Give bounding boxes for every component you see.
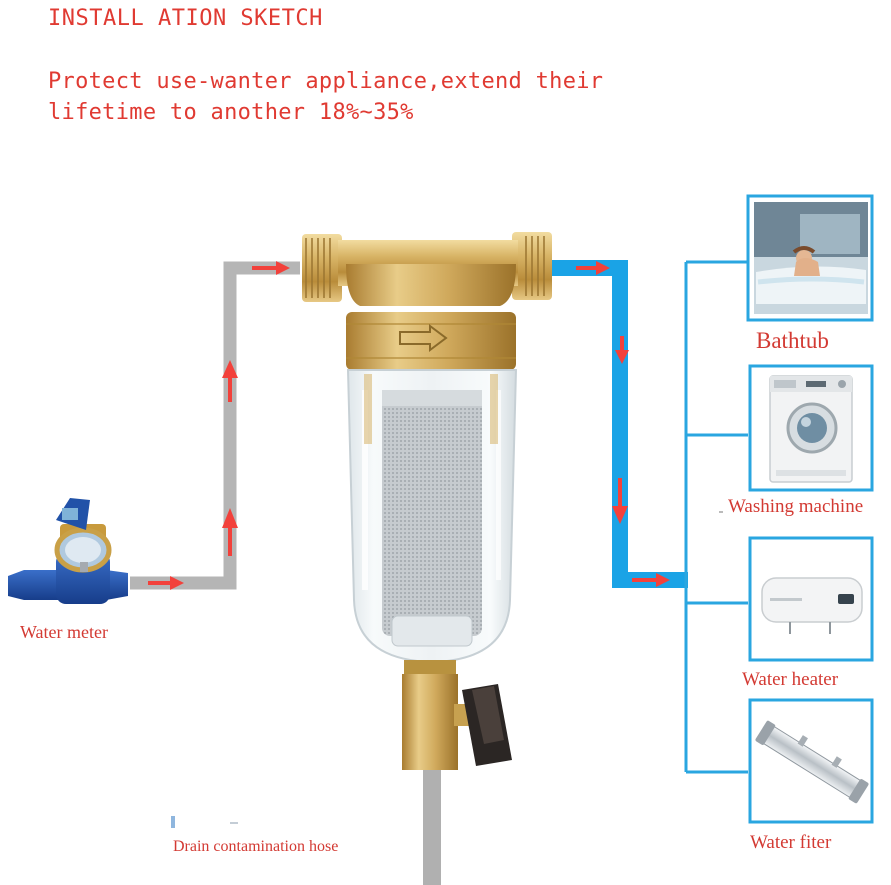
page-subtitle: Protect use-wanter appliance,extend thei… [48, 69, 604, 125]
drain-hose [423, 770, 441, 885]
drain-mark-dash [230, 822, 238, 824]
bathtub-photo [754, 202, 868, 314]
flow-arrow-distribute-right [632, 573, 670, 587]
prefilter-housing-icon [302, 232, 552, 770]
page-title: INSTALL ATION SKETCH [48, 6, 323, 31]
water-meter-label: Water meter [20, 622, 108, 642]
flow-arrow-down-upper [615, 336, 629, 364]
water-heater-photo [761, 577, 863, 634]
flow-arrow-meter-right [148, 576, 184, 590]
flow-arrow-inlet-right [252, 261, 290, 275]
flow-arrow-up-upper [222, 360, 238, 402]
water-meter-icon [8, 498, 128, 604]
washing-machine-photo [769, 375, 853, 483]
drain-mark [171, 816, 175, 828]
flow-arrow-outlet-right [576, 261, 610, 275]
washing-machine-label: Washing machine [728, 496, 864, 517]
flow-arrow-up-lower [222, 508, 238, 556]
bathtub-label: Bathtub [756, 328, 829, 353]
inlet-pipe [130, 261, 300, 590]
flow-arrows [148, 261, 670, 590]
drain-hose-label: Drain contamination hose [173, 838, 339, 855]
distribution-branches [684, 260, 748, 774]
washer-label-dash [719, 511, 723, 513]
water-filter-label: Water fiter [750, 832, 832, 853]
water-heater-label: Water heater [742, 669, 839, 690]
tube-filter-photo [755, 720, 869, 804]
outlet-pipe [548, 260, 688, 588]
flow-arrow-down-lower [612, 478, 628, 524]
